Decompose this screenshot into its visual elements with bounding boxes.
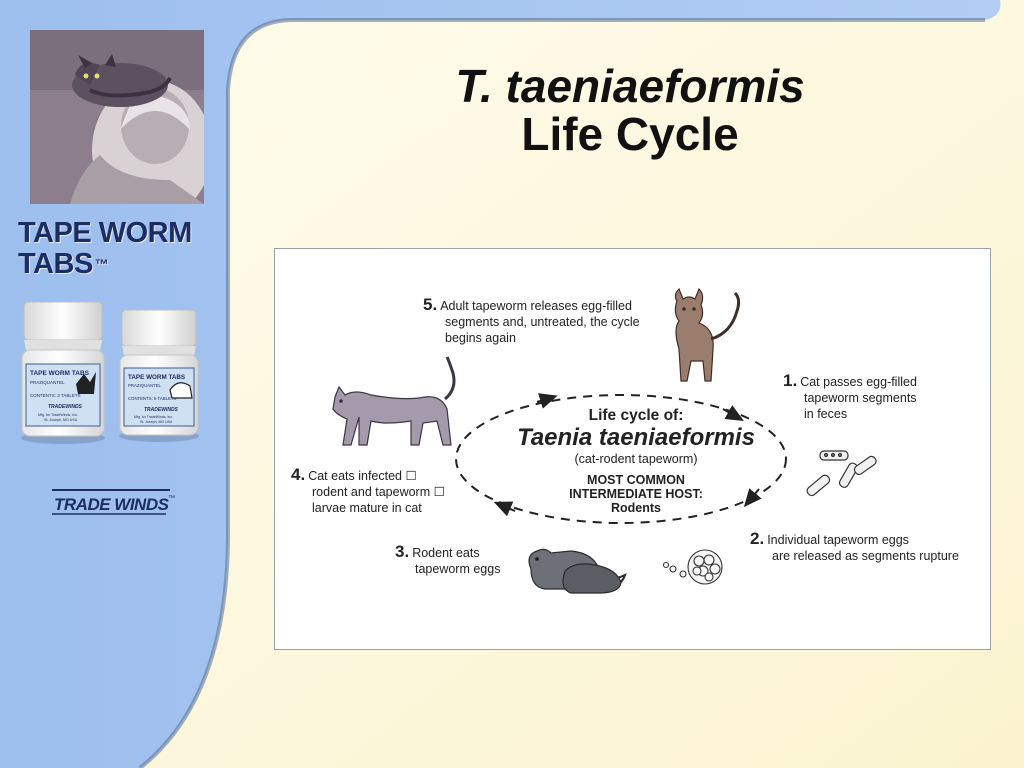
cycle-arrow-bottom-left [493, 501, 516, 517]
step-2: 2.Individual tapeworm eggs are released … [750, 529, 959, 564]
bottle-right-maker: TRADEWINDS [144, 407, 179, 413]
step-5: 5.Adult tapeworm releases egg-filled seg… [423, 295, 640, 346]
bottle-left-drug: PRAZIQUANTEL [30, 380, 65, 385]
bottle-left-mfg: Mfg. for TradeWinds, Inc. [38, 413, 78, 417]
bottle-left-title: TAPE WORM TABS [30, 370, 90, 377]
brand-line-1: TAPE WORM [18, 217, 192, 249]
slide-title-line-1: T. taeniaeformis [455, 60, 805, 112]
bottle-left-contents: CONTENTS: 3 TABLETS [30, 393, 81, 398]
step-1: 1.Cat passes egg-filled tapeworm segment… [783, 371, 917, 422]
dog-silhouette-icon [169, 382, 193, 399]
step-5-line-1: Adult tapeworm releases egg-filled [440, 299, 632, 313]
step-1-number: 1. [783, 371, 798, 390]
life-cycle-diagram: Life cycle of: Taenia taeniaeformis (cat… [274, 248, 991, 650]
bottle-right-title: TAPE WORM TABS [128, 374, 185, 381]
step-3: 3.Rodent eats tapeworm eggs [395, 542, 501, 577]
tapeworm-eggs-illustration [662, 549, 723, 585]
bottle-left-maker: TRADEWINDS [48, 404, 83, 410]
sitting-cat-illustration [674, 287, 741, 382]
cycle-center-label: Life cycle of: Taenia taeniaeformis (cat… [466, 407, 806, 515]
walking-cat-illustration [332, 356, 456, 446]
product-bottles: TAPE WORM TABS PRAZIQUANTEL CONTENTS: 3 … [21, 301, 199, 444]
cycle-heading: Life cycle of: [588, 407, 684, 424]
step-2-line-2: are released as segments rupture [772, 549, 959, 563]
step-4-line-2: rodent and tapeworm ☐ [312, 485, 445, 499]
host-line-2: INTERMEDIATE HOST: [569, 487, 703, 501]
tradewinds-logo-text: TRADE WINDS [54, 495, 170, 514]
cat-silhouette-icon [76, 372, 96, 394]
slide-title-line-2: Life Cycle [521, 108, 739, 160]
step-5-line-3: begins again [445, 331, 516, 345]
life-cycle-artwork [332, 287, 877, 594]
cycle-arrow-bottom-right [743, 488, 762, 508]
step-4-number: 4. [291, 465, 306, 484]
cycle-dashed-loop [455, 394, 787, 524]
step-4-line-3: larvae mature in cat [312, 501, 422, 515]
host-line-1: MOST COMMON [587, 473, 685, 487]
bottle-right: TAPE WORM TABS PRAZIQUANTEL CONTENTS: 5 … [119, 309, 199, 442]
tradewinds-logo: TRADE WINDS ™ [52, 489, 175, 515]
step-4-line-1: Cat eats infected ☐ [308, 469, 417, 483]
bottle-right-mfg: Mfg. for TradeWinds, Inc. [134, 415, 173, 419]
step-1-line-1: Cat passes egg-filled [800, 375, 917, 389]
cycle-arrow-top-left [536, 393, 558, 409]
step-3-number: 3. [395, 542, 410, 561]
trademark-symbol: ™ [94, 256, 109, 272]
tapeworm-segments-illustration [806, 450, 877, 497]
step-3-line-2: tapeworm eggs [415, 562, 501, 576]
bottle-right-drug: PRAZIQUANTEL [128, 383, 162, 388]
step-2-number: 2. [750, 529, 765, 548]
step-1-line-2: tapeworm segments [804, 391, 917, 405]
woman-with-cat-photo [30, 30, 204, 204]
bottle-left: TAPE WORM TABS PRAZIQUANTEL CONTENTS: 3 … [21, 301, 105, 444]
bottle-right-contents: CONTENTS: 5 TABLETS [128, 396, 176, 401]
step-2-line-1: Individual tapeworm eggs [767, 533, 909, 547]
rodents-illustration [528, 548, 627, 594]
step-4: 4.Cat eats infected ☐ rodent and tapewor… [291, 465, 445, 516]
bottle-right-city: St. Joseph, MO USA [140, 420, 173, 424]
step-5-number: 5. [423, 295, 438, 314]
host-line-3: Rodents [611, 501, 661, 515]
species-common-name: (cat-rodent tapeworm) [574, 452, 698, 466]
cycle-arrow-top-right [722, 405, 744, 421]
tradewinds-logo-tm: ™ [168, 495, 175, 502]
slide-title: T. taeniaeformis Life Cycle [330, 62, 930, 158]
step-5-line-2: segments and, untreated, the cycle [445, 315, 640, 329]
bottle-left-city: St. Joseph, MO USA [44, 418, 78, 422]
species-name: Taenia taeniaeformis [517, 424, 755, 451]
step-1-line-3: in feces [804, 407, 848, 421]
step-3-line-1: Rodent eats [412, 546, 480, 560]
